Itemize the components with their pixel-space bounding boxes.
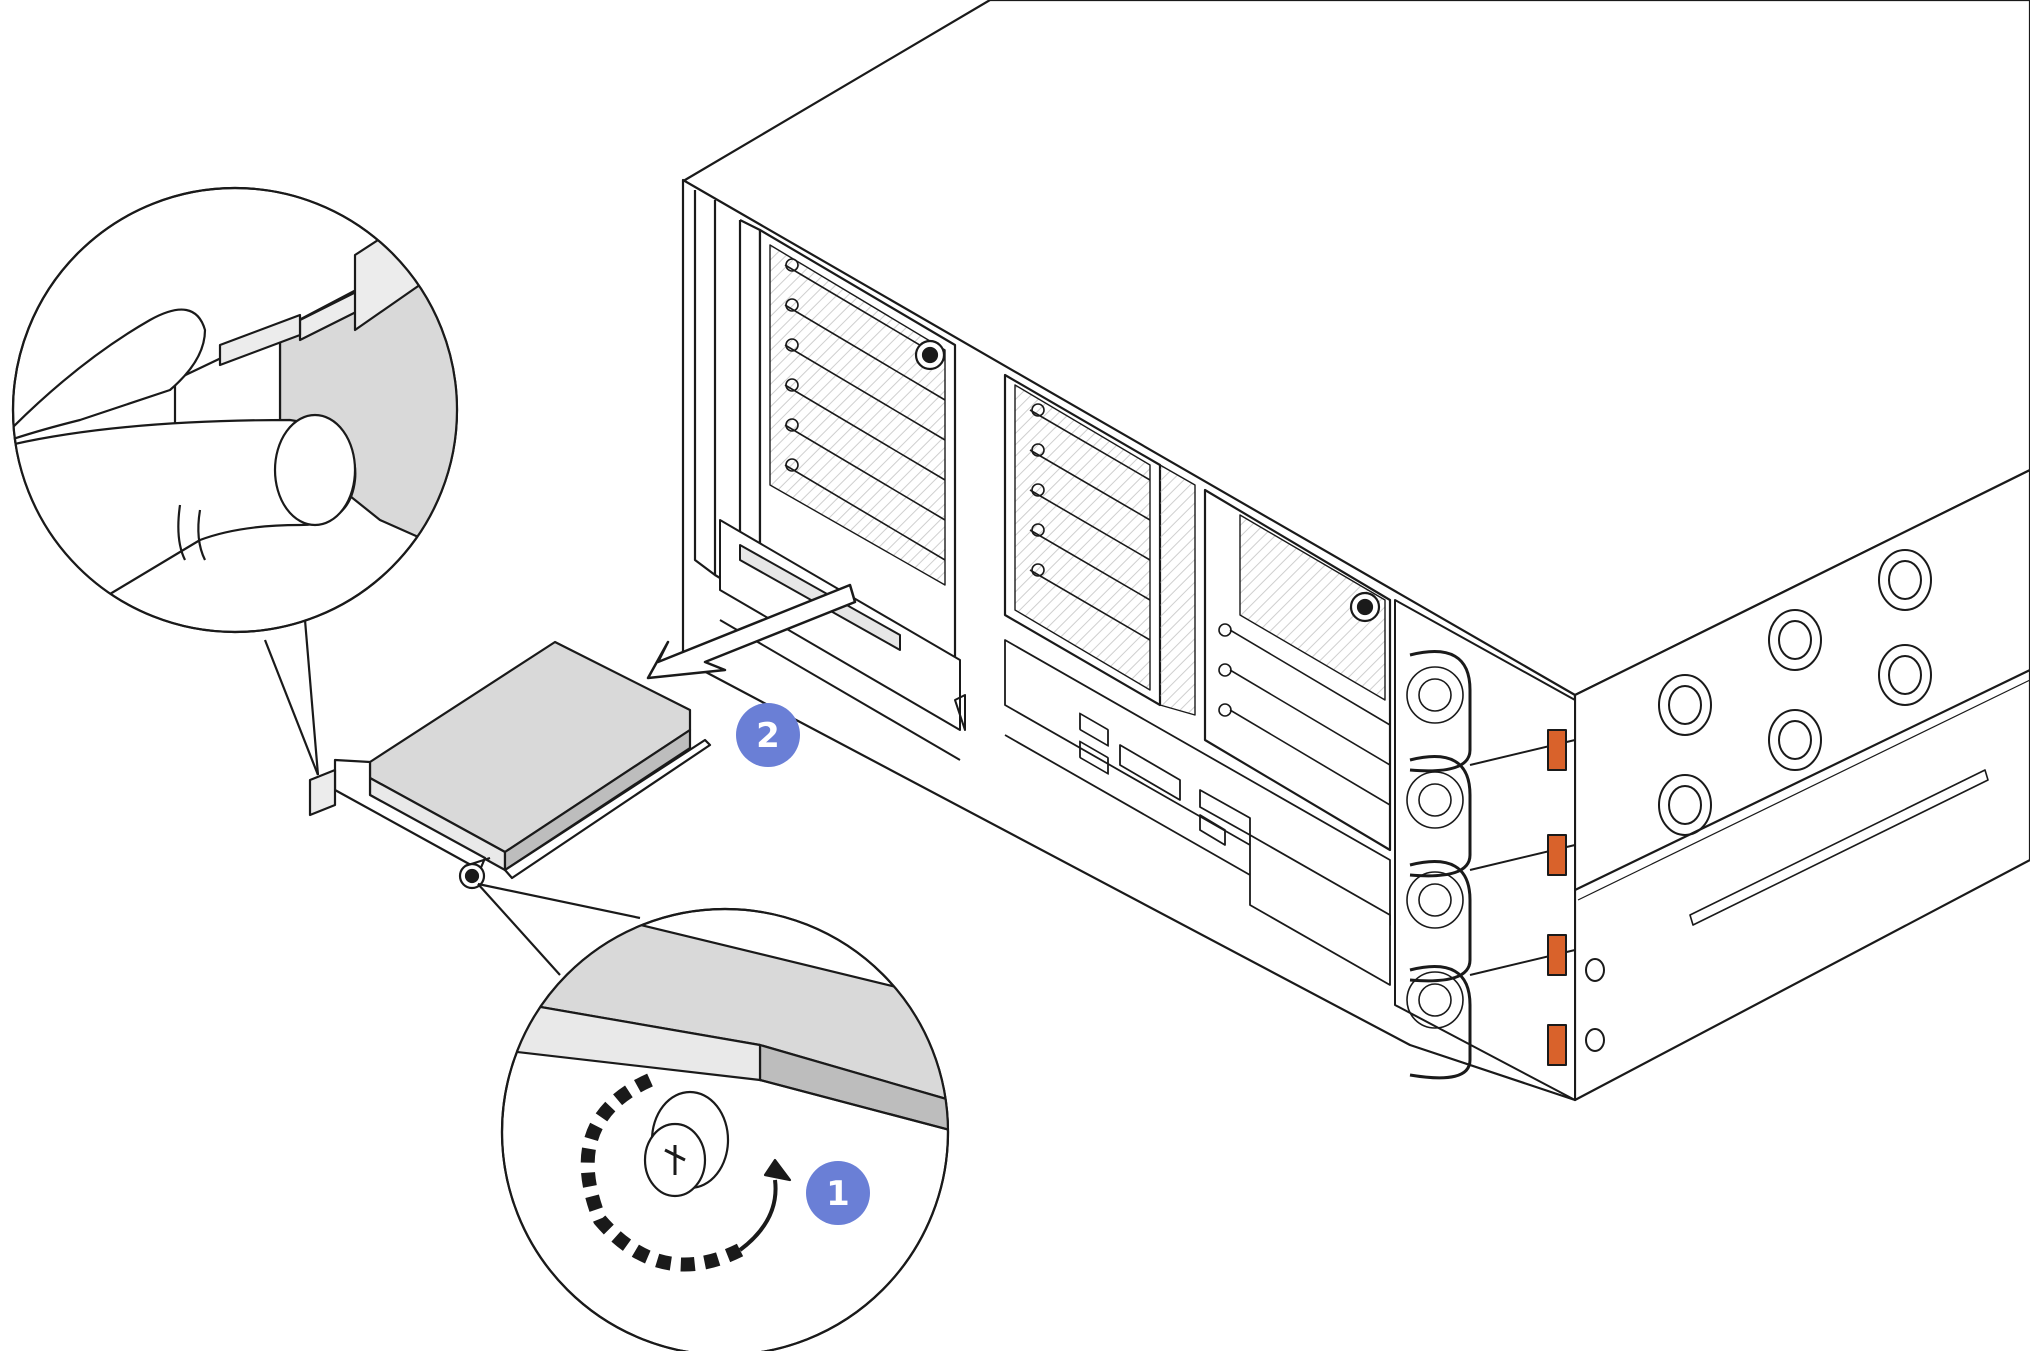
riser-cage-right (1203, 488, 1392, 852)
grip-detail-callout (11, 186, 459, 776)
step-2-badge: 2 (736, 703, 800, 767)
rear-io-area (1004, 639, 1391, 986)
adapter-thumbscrew (458, 856, 491, 890)
slide-out-arrow (646, 583, 857, 680)
adapter-card (308, 640, 712, 890)
finger-illustration (13, 308, 207, 442)
step-1-number: 1 (826, 1174, 850, 1214)
riser-cage-middle (1003, 373, 1196, 716)
step-1-badge: 1 (806, 1161, 870, 1225)
thumbscrew-detail-callout (477, 882, 950, 1351)
server-chassis (681, 0, 2030, 1102)
step-2-number: 2 (756, 716, 780, 756)
psu-bays (1394, 599, 1576, 1101)
side-vent-holes (1585, 549, 1932, 1052)
